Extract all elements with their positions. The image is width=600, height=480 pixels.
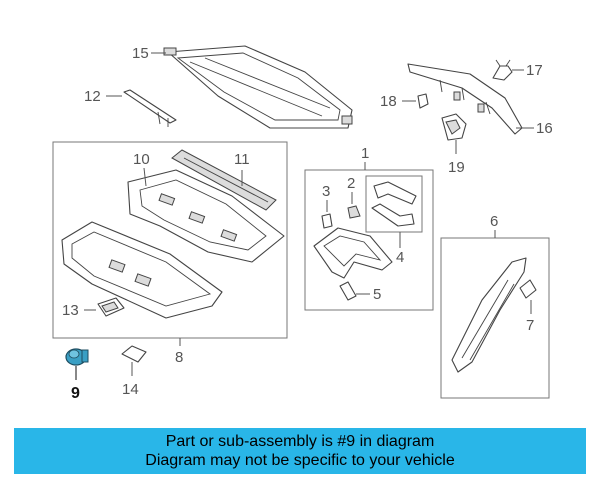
- callout-8: 8: [175, 349, 183, 366]
- callout-17: 17: [526, 62, 543, 79]
- callout-7: 7: [526, 317, 534, 334]
- callout-18: 18: [380, 93, 397, 110]
- callout-12: 12: [84, 88, 101, 105]
- part-4-trim-pieces: [371, 181, 417, 227]
- callout-5: 5: [373, 286, 381, 303]
- banner-line-1: Part or sub-assembly is #9 in diagram: [165, 433, 435, 450]
- banner-line-2: Diagram may not be specific to your vehi…: [145, 452, 455, 469]
- part-16-trim-strip: [407, 63, 523, 135]
- callout-10: 10: [133, 151, 150, 168]
- part-5-pin: [339, 281, 357, 301]
- part-15-frame: [163, 45, 353, 129]
- callout-6: 6: [490, 213, 498, 230]
- part-7-clip: [519, 279, 537, 299]
- parts-diagram: 15 12 16 17 18 19 8: [52, 45, 553, 402]
- part-14-pad: [121, 345, 147, 363]
- callout-2: 2: [347, 175, 355, 192]
- callout-16: 16: [536, 120, 553, 137]
- part-11-strip: [171, 149, 277, 211]
- group-box-8: [52, 141, 288, 339]
- callout-15: 15: [132, 45, 149, 62]
- part-19-cover: [441, 113, 467, 141]
- callout-19: 19: [448, 159, 465, 176]
- callout-4: 4: [396, 249, 404, 266]
- callout-1: 1: [361, 145, 369, 162]
- group-box-1: [304, 169, 434, 311]
- part-8-tray-shelf: [61, 221, 223, 319]
- leader-10: [143, 167, 147, 187]
- callout-9: 9: [71, 385, 80, 402]
- part-10-tray-panel: [127, 169, 285, 263]
- part-1-bracket: [313, 227, 393, 279]
- callout-3: 3: [322, 183, 330, 200]
- part-6-pillar-trim: [451, 257, 527, 373]
- group-box-4: [365, 175, 423, 233]
- part-9-clip: [65, 348, 89, 366]
- part-12-bracket: [123, 89, 177, 127]
- part-13-block: [97, 297, 125, 317]
- callout-11: 11: [234, 151, 250, 168]
- callout-13: 13: [62, 302, 79, 319]
- part-2-clip: [347, 205, 361, 219]
- info-banner: Part or sub-assembly is #9 in diagram Di…: [14, 428, 586, 474]
- part-17-clip: [492, 59, 513, 81]
- callout-14: 14: [122, 381, 139, 398]
- part-3-clip: [321, 213, 333, 229]
- part-18-clip: [417, 93, 429, 109]
